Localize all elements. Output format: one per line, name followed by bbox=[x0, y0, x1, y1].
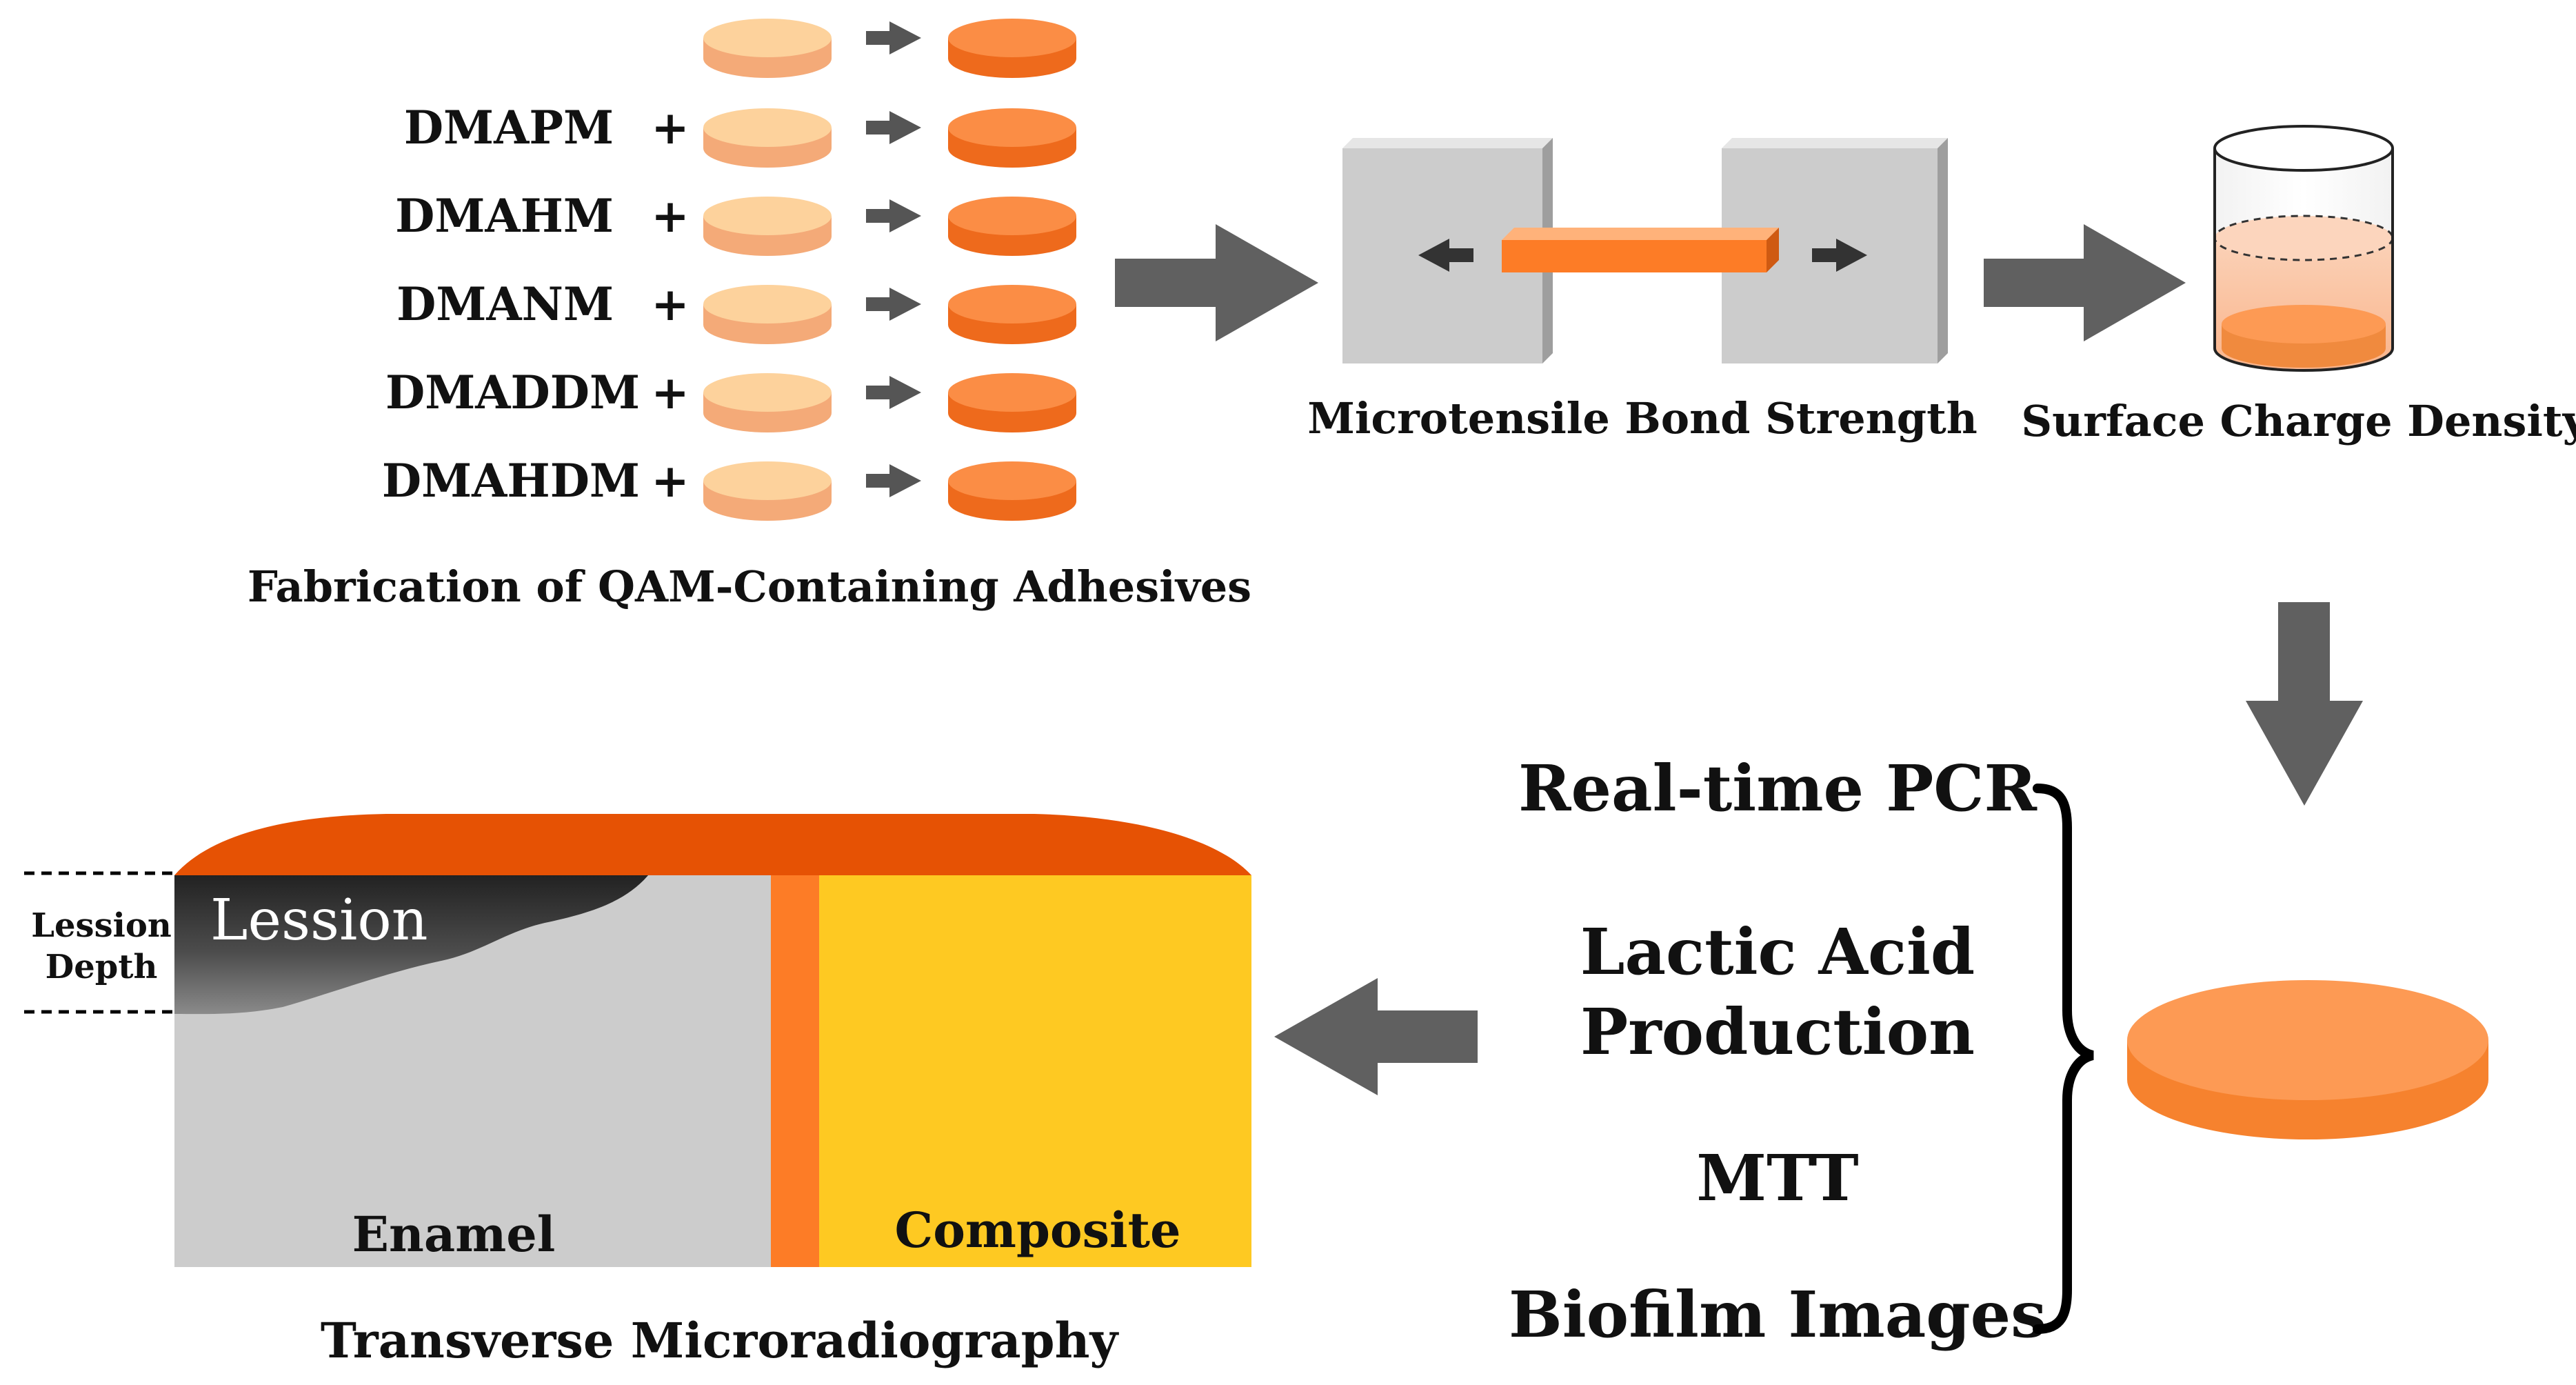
plus-sign: + bbox=[651, 454, 689, 508]
bonded-specimen-bar bbox=[1502, 228, 1779, 272]
fabrication-section: DMAPM + DMAHM + DMANM bbox=[248, 19, 1251, 612]
enamel-surface-cap bbox=[174, 814, 1251, 875]
plus-sign: + bbox=[651, 101, 689, 155]
compound-label: DMANM bbox=[396, 277, 614, 331]
disk-row-dmahm: DMAHM + bbox=[395, 189, 1076, 256]
adhesive-layer bbox=[771, 875, 819, 1267]
assay-biofilm-images: Biofilm Images bbox=[1509, 1277, 2046, 1352]
small-arrow-icon bbox=[866, 464, 921, 497]
disk-row-base bbox=[703, 19, 1076, 78]
fabrication-caption: Fabrication of QAM-Containing Adhesives bbox=[248, 561, 1251, 612]
plus-sign: + bbox=[651, 277, 689, 331]
assay-section: Real-time PCR Lactic Acid Production MTT… bbox=[1509, 751, 2488, 1352]
plus-sign: + bbox=[651, 189, 689, 243]
compound-label: DMADDM bbox=[385, 366, 640, 419]
pull-arrow-left-icon bbox=[1418, 239, 1473, 272]
lesion-depth-label-line2: Depth bbox=[46, 948, 158, 986]
beaker-icon bbox=[2213, 125, 2394, 372]
tmr-section: Lession Depth Lession Enamel Composite T… bbox=[24, 814, 1251, 1369]
small-arrow-icon bbox=[866, 288, 921, 321]
small-arrow-icon bbox=[866, 199, 921, 232]
plus-sign: + bbox=[651, 366, 689, 419]
lesion-label: Lession bbox=[210, 888, 428, 953]
compound-label: DMAPM bbox=[404, 101, 614, 155]
compound-label: DMAHM bbox=[395, 189, 614, 243]
disk-row-dmanm: DMANM + bbox=[396, 277, 1076, 344]
microtensile-caption: Microtensile Bond Strength bbox=[1307, 393, 1978, 444]
flow-arrow-down-icon bbox=[2246, 602, 2363, 806]
small-arrow-icon bbox=[866, 376, 921, 409]
disk-row-dmahdm: DMAHDM + bbox=[382, 454, 1076, 521]
pull-arrow-right-icon bbox=[1812, 239, 1867, 272]
enamel-label: Enamel bbox=[352, 1206, 556, 1263]
assay-lactic-acid-line2: Production bbox=[1580, 995, 1975, 1069]
assay-mtt: MTT bbox=[1696, 1141, 1858, 1215]
disk-row-dmaddm: DMADDM + bbox=[385, 366, 1076, 432]
curly-brace-icon bbox=[2033, 784, 2095, 1334]
flow-arrow-right-icon bbox=[1984, 224, 2186, 341]
small-arrow-icon bbox=[866, 21, 921, 54]
specimen-disk-large bbox=[2127, 980, 2488, 1139]
resin-disk-light bbox=[703, 19, 832, 78]
surface-charge-section: Surface Charge Density bbox=[2021, 125, 2576, 446]
lesion-region bbox=[174, 875, 648, 1015]
composite-block bbox=[819, 875, 1251, 1267]
surface-charge-caption: Surface Charge Density bbox=[2021, 396, 2576, 446]
flow-arrow-left-icon bbox=[1274, 978, 1478, 1095]
assay-lactic-acid-line1: Lactic Acid bbox=[1580, 915, 1975, 989]
resin-disk-dark bbox=[948, 19, 1076, 78]
lesion-depth-label-line1: Lession bbox=[31, 906, 171, 945]
compound-label: DMAHDM bbox=[382, 454, 640, 508]
small-arrow-icon bbox=[866, 111, 921, 144]
composite-label: Composite bbox=[895, 1202, 1181, 1259]
assay-real-time-pcr: Real-time PCR bbox=[1518, 751, 2037, 826]
tmr-caption: Transverse Microradiography bbox=[321, 1312, 1120, 1369]
disk-row-dmapm: DMAPM + bbox=[404, 101, 1076, 168]
flow-arrow-right-icon bbox=[1115, 224, 1318, 341]
microtensile-section: Microtensile Bond Strength bbox=[1307, 138, 1978, 444]
